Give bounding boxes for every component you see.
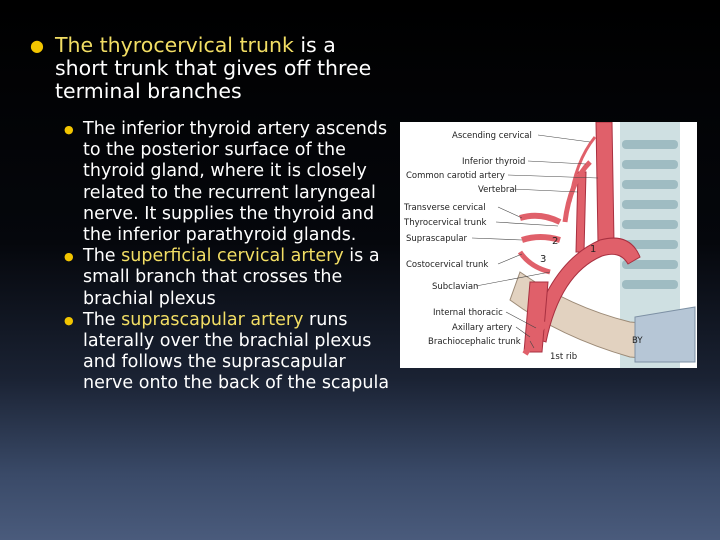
sub-bullet-text: is a small branch that crosses the brach… <box>83 246 380 309</box>
label-vertebral: Vertebral <box>478 185 517 195</box>
bullet-icon: ● <box>64 250 74 264</box>
sub-bullet-inferior-thyroid: ● The inferior thyroid artery ascends to… <box>64 119 400 246</box>
sub-bullet-list: ● The inferior thyroid artery ascends to… <box>64 119 400 395</box>
label-costocervical-trunk: Costocervical trunk <box>406 260 488 270</box>
label-first-rib: 1st rib <box>550 352 577 362</box>
ascending-cervical-branch <box>568 136 597 203</box>
label-internal-thoracic: Internal thoracic <box>433 308 503 318</box>
internal-thoracic-branch <box>522 320 548 356</box>
sub-bullet-suprascapular: ● The suprascapular artery runs laterall… <box>64 310 400 395</box>
anatomy-figure: Ascending cervical Inferior thyroid Comm… <box>400 122 697 368</box>
label-thyrocervical-trunk: Thyrocervical trunk <box>403 218 486 228</box>
number-1: 1 <box>590 244 596 255</box>
label-transverse-cervical: Transverse cervical <box>403 203 486 213</box>
bullet-icon: ● <box>64 123 74 136</box>
brachiocephalic-artery <box>523 281 549 353</box>
label-common-carotid: Common carotid artery <box>406 171 505 181</box>
leader-lines <box>471 134 599 349</box>
suprascapular-branch <box>521 234 561 243</box>
label-brachiocephalic-trunk: Brachiocephalic trunk <box>428 337 521 347</box>
bullet-icon: ● <box>64 313 74 327</box>
number-3: 3 <box>540 254 546 265</box>
sub-bullet-pre: The <box>83 246 122 267</box>
sub-bullet-superficial-cervical: ● The superficial cervical artery is a s… <box>64 246 400 310</box>
label-subclavian: Subclavian <box>432 282 478 292</box>
anatomy-illustration: Ascending cervical Inferior thyroid Comm… <box>403 122 696 368</box>
clavicle-shape <box>634 306 696 363</box>
main-bullet-text: The thyrocervical trunk is a short trunk… <box>30 34 390 103</box>
main-bullet: ● The thyrocervical trunk is a short tru… <box>30 34 390 103</box>
label-axillary-artery: Axillary artery <box>452 323 512 333</box>
label-by: BY <box>632 336 643 346</box>
bullet-icon: ● <box>30 36 44 55</box>
label-inferior-thyroid: Inferior thyroid <box>462 157 525 167</box>
transverse-cervical-branch <box>519 212 562 225</box>
main-bullet-highlight: The thyrocervical trunk <box>55 33 294 57</box>
sub-bullet-text: The inferior thyroid artery ascends to t… <box>83 119 388 246</box>
label-ascending-cervical: Ascending cervical <box>452 131 532 141</box>
sub-bullet-highlight: superficial cervical artery <box>121 246 344 267</box>
sub-bullet-pre: The <box>83 309 122 330</box>
label-suprascapular: Suprascapular <box>406 234 468 244</box>
number-2: 2 <box>552 236 558 247</box>
main-bullet-rest: is a short trunk that gives off three te… <box>55 33 372 103</box>
common-carotid-artery <box>595 122 615 243</box>
sub-bullet-text: runs laterally over the brachial plexus … <box>83 309 390 394</box>
sub-bullet-highlight: suprascapular artery <box>121 309 304 330</box>
